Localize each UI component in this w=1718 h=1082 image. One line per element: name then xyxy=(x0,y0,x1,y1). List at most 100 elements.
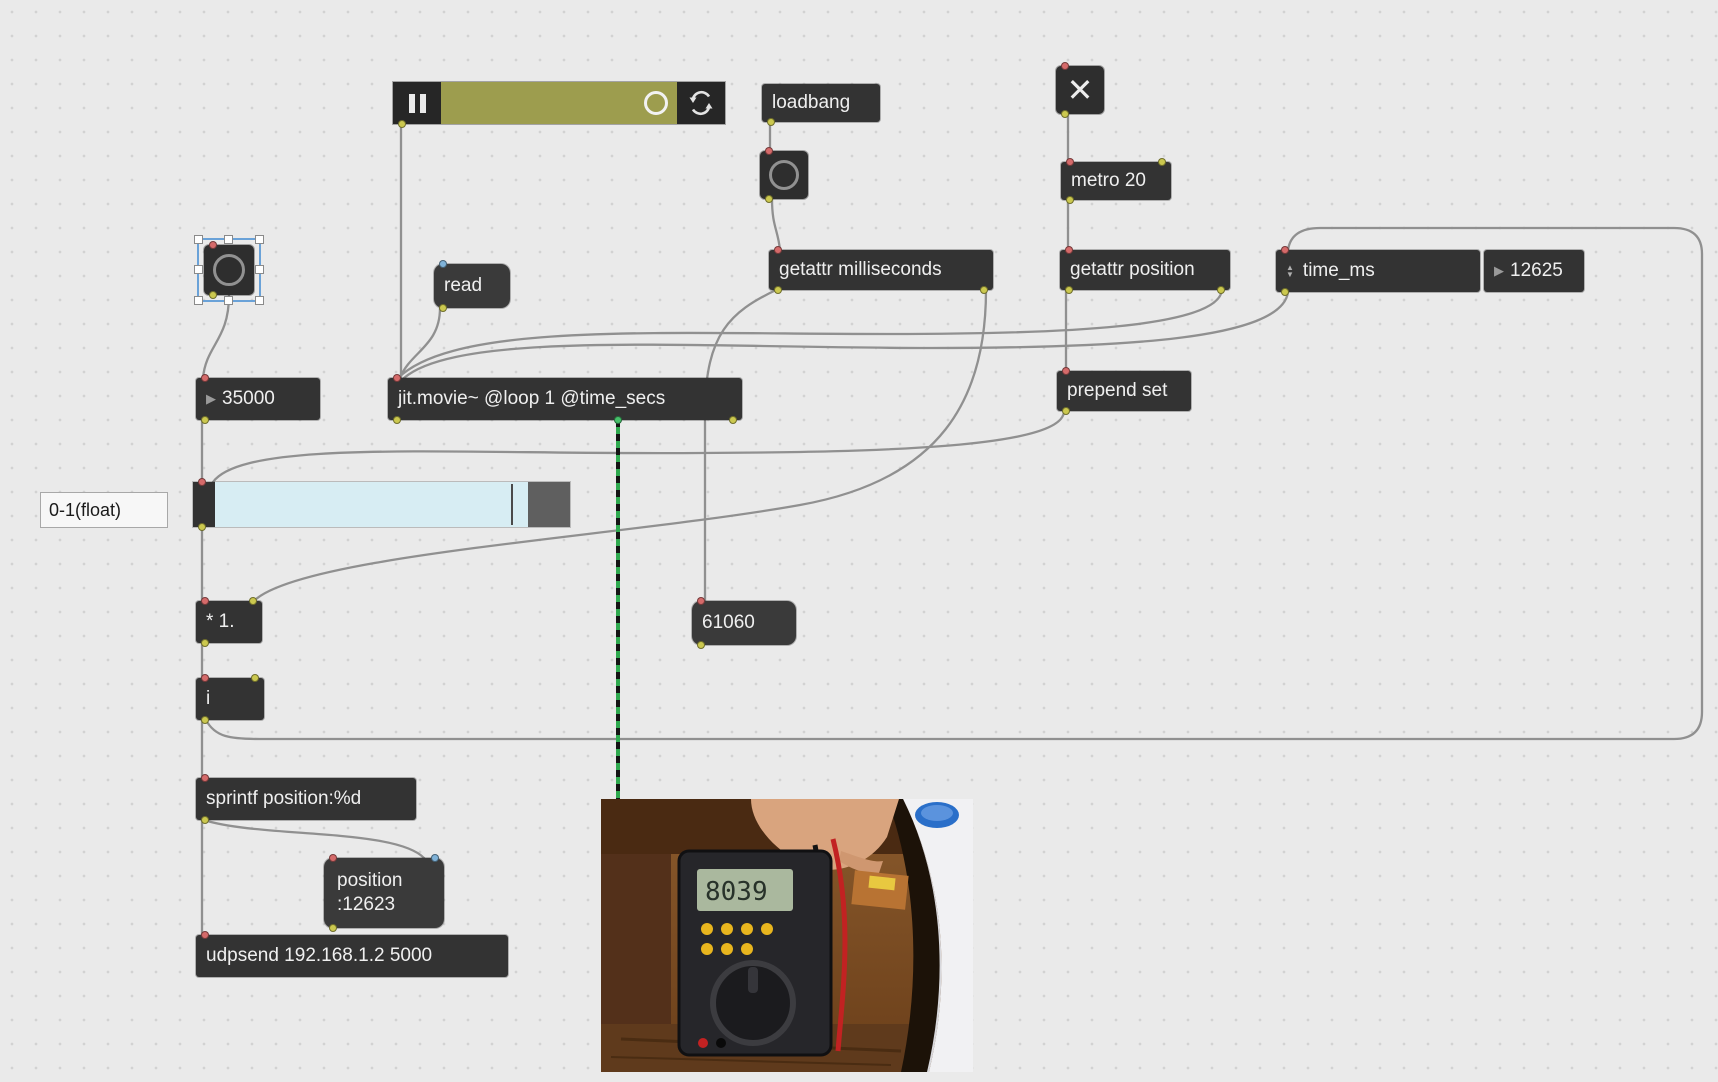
attrui-arrows-icon[interactable]: ▲▼ xyxy=(1286,263,1294,279)
multimeter: 8039 xyxy=(677,849,833,1057)
selection-handle[interactable] xyxy=(255,265,264,274)
playbar-knob[interactable] xyxy=(644,91,668,115)
outlet[interactable] xyxy=(329,924,337,932)
outlet[interactable] xyxy=(774,286,782,294)
inlet[interactable] xyxy=(329,854,337,862)
position-message[interactable]: position :12623 xyxy=(324,854,444,932)
inlet[interactable] xyxy=(201,374,209,382)
toggle-button[interactable]: ✕ xyxy=(1056,62,1104,118)
selection-handle[interactable] xyxy=(194,265,203,274)
inlet[interactable] xyxy=(1065,246,1073,254)
getattr-milliseconds-object[interactable]: getattr milliseconds xyxy=(769,246,993,294)
metro-object[interactable]: metro 20 xyxy=(1061,158,1171,204)
slider-knob[interactable] xyxy=(193,482,215,527)
outlet[interactable] xyxy=(393,416,401,424)
bang-button[interactable] xyxy=(760,147,808,203)
inlet[interactable] xyxy=(201,597,209,605)
inlet[interactable] xyxy=(774,246,782,254)
comment-box[interactable]: 0-1(float) xyxy=(40,492,168,528)
attrui-value-numbox[interactable]: ▶ 12625 xyxy=(1484,250,1584,292)
sprintf-object[interactable]: sprintf position:%d xyxy=(196,774,416,824)
outlet[interactable] xyxy=(201,716,209,724)
outlet[interactable] xyxy=(398,120,406,128)
outlet[interactable] xyxy=(767,118,775,126)
outlet[interactable] xyxy=(1065,286,1073,294)
inlet[interactable] xyxy=(439,260,447,268)
selection-handle[interactable] xyxy=(224,235,233,244)
attrui-time-ms[interactable]: ▲▼ time_ms xyxy=(1276,246,1480,296)
outlet[interactable] xyxy=(439,304,447,312)
outlet[interactable] xyxy=(1281,288,1289,296)
inlet[interactable] xyxy=(249,597,257,605)
outlet[interactable] xyxy=(1217,286,1225,294)
jit-matrix-outlet[interactable] xyxy=(614,416,622,424)
inlet[interactable] xyxy=(431,854,439,862)
inlet[interactable] xyxy=(765,147,773,155)
inlet[interactable] xyxy=(1281,246,1289,254)
white-appliance xyxy=(903,799,973,1072)
getattr-position-object[interactable]: getattr position xyxy=(1060,246,1230,294)
outlet[interactable] xyxy=(201,816,209,824)
playbar-loop-button[interactable] xyxy=(677,82,725,124)
loop-icon xyxy=(689,90,713,116)
position-message-line2: :12623 xyxy=(337,894,396,915)
patch-cord[interactable] xyxy=(770,197,782,252)
patch-cord[interactable] xyxy=(201,293,231,380)
outlet[interactable] xyxy=(729,416,737,424)
inlet[interactable] xyxy=(1061,62,1069,70)
patch-cord[interactable] xyxy=(402,290,1290,380)
number-box-35000[interactable]: ▶ 35000 xyxy=(196,374,320,424)
udpsend-object[interactable]: udpsend 192.168.1.2 5000 xyxy=(196,931,508,977)
inlet[interactable] xyxy=(1062,367,1070,375)
inlet[interactable] xyxy=(697,597,705,605)
selection-handle[interactable] xyxy=(194,296,203,305)
outlet[interactable] xyxy=(765,195,773,203)
jit-movie-object[interactable]: jit.movie~ @loop 1 @time_secs xyxy=(388,374,742,424)
selection-handle[interactable] xyxy=(224,296,233,305)
inlet[interactable] xyxy=(209,241,217,249)
inlet[interactable] xyxy=(201,931,209,939)
int-label: i xyxy=(206,688,211,709)
patch-cord[interactable] xyxy=(252,288,988,603)
playbar[interactable] xyxy=(393,82,725,128)
prepend-set-object[interactable]: prepend set xyxy=(1057,367,1191,415)
multiply-object[interactable]: * 1. xyxy=(196,597,262,647)
outlet[interactable] xyxy=(980,286,988,294)
message-61060[interactable]: 61060 xyxy=(692,597,796,649)
patch-cord[interactable] xyxy=(211,409,1066,484)
inlet[interactable] xyxy=(198,478,206,486)
outlet[interactable] xyxy=(1061,110,1069,118)
button-selected[interactable] xyxy=(204,241,254,299)
outlet[interactable] xyxy=(198,523,206,531)
patch-cord[interactable] xyxy=(396,288,1224,380)
patch-cord[interactable] xyxy=(204,226,1704,741)
inlet[interactable] xyxy=(393,374,401,382)
inlet[interactable] xyxy=(251,674,259,682)
patch-cord[interactable] xyxy=(398,306,442,380)
multiply-label: * 1. xyxy=(206,611,235,632)
int-object[interactable]: i xyxy=(196,674,264,724)
inlet[interactable] xyxy=(1158,158,1166,166)
outlet[interactable] xyxy=(1062,407,1070,415)
selection-handle[interactable] xyxy=(194,235,203,244)
playbar-pause-button[interactable] xyxy=(393,82,441,124)
outlet[interactable] xyxy=(1066,196,1074,204)
inlet[interactable] xyxy=(201,674,209,682)
playbar-track[interactable] xyxy=(441,82,677,124)
selection-handle[interactable] xyxy=(255,235,264,244)
pause-icon xyxy=(408,93,426,113)
outlet[interactable] xyxy=(201,639,209,647)
horizontal-slider[interactable] xyxy=(193,478,570,531)
selection-handle[interactable] xyxy=(255,296,264,305)
read-label: read xyxy=(444,275,483,296)
inlet[interactable] xyxy=(1066,158,1074,166)
patch-cord[interactable] xyxy=(703,288,778,603)
outlet[interactable] xyxy=(209,291,217,299)
patch-cord[interactable] xyxy=(202,818,426,860)
read-message[interactable]: read xyxy=(434,260,510,312)
loadbang-object[interactable]: loadbang xyxy=(762,84,880,126)
outlet[interactable] xyxy=(201,416,209,424)
inlet[interactable] xyxy=(201,774,209,782)
outlet[interactable] xyxy=(697,641,705,649)
